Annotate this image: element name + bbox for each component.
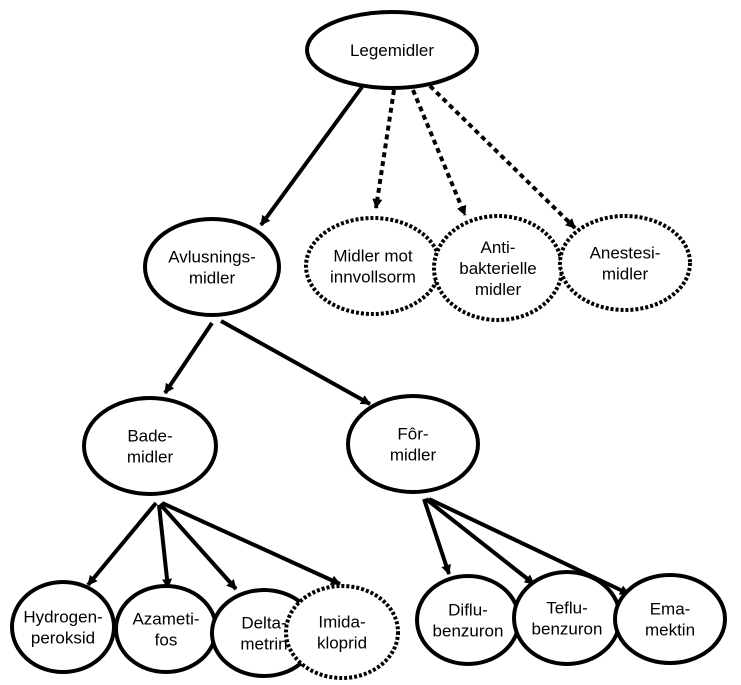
edge-bademidler-to-azametifos [157,504,173,589]
node-label-line: innvollsorm [330,268,416,287]
node-label-line: mektin [645,621,695,640]
node-label-line: Bade- [127,427,172,446]
node-azametifos: Azameti-fos [114,584,218,674]
node-imidakloprid: Imida-kloprid [284,584,400,680]
node-teflubenzuron: Teflu-benzuron [512,570,622,666]
node-label-line: peroksid [31,629,95,648]
node-ellipse [82,396,218,496]
edges-layer [86,84,630,596]
node-label-line: Fôr- [397,425,428,444]
node-label-line: benzuron [433,622,504,641]
node-formidler: Fôr-midler [346,394,480,494]
node-label-line: bakterielle [459,259,537,278]
node-label-line: fos [155,631,178,650]
node-label-line: midler [475,280,522,299]
node-ellipse [305,10,479,90]
node-label-line: Anestesi- [590,244,661,263]
edge-avlusningsmidler-to-bademidler [163,321,214,395]
edge-bademidler-to-imidakloprid [161,501,341,586]
node-ellipse [346,394,480,494]
node-label-line: Azameti- [132,610,199,629]
node-label-line: midler [390,446,437,465]
node-legemidler: Legemidler [305,10,479,90]
node-label-line: Imida- [318,613,365,632]
node-ellipse [304,216,442,316]
node-label-line: Teflu- [546,599,588,618]
node-ellipse [10,580,116,674]
node-label-line: Avlusnings- [168,248,256,267]
node-emamektin: Ema-mektin [613,573,727,665]
edge-legemidler-to-anestesimidler [428,84,577,230]
node-label-line: Midler mot [333,247,413,266]
edge-avlusningsmidler-to-formidler [220,319,371,406]
node-midler-mot-innvollsorm: Midler mot innvollsorm [304,216,442,316]
node-antibakterielle-midler: Anti-bakterielle midler [432,214,564,322]
node-ellipse [415,574,521,666]
edge-bademidler-to-hydrogenperoksid [86,501,158,587]
node-ellipse [512,570,622,666]
node-bademidler: Bade-midler [82,396,218,496]
node-label-line: Anti- [481,238,516,257]
node-label-line: Ema- [650,600,691,619]
node-label-line: benzuron [532,620,603,639]
node-anestesimidler: Anestesi-midler [558,214,692,312]
node-ellipse [114,584,218,674]
node-ellipse [284,584,400,680]
node-avlusningsmidler: Avlusnings-midler [143,217,281,317]
edge-legemidler-to-avlusningsmidler [259,85,364,227]
node-ellipse [558,214,692,312]
node-label-line: midler [189,269,236,288]
edge-legemidler-to-midler_mot_innvollsorm [372,89,396,209]
edge-formidler-to-teflubenzuron [424,497,536,586]
edge-bademidler-to-deltametrin [158,502,238,591]
node-hydrogenperoksid: Hydrogen-peroksid [10,580,116,674]
node-ellipse [143,217,281,317]
node-ellipse [613,573,727,665]
node-label-line: metrin [240,635,287,654]
node-label-line: Delta- [241,614,286,633]
node-label-line: kloprid [317,634,367,653]
edge-formidler-to-diflubenzuron [422,498,451,575]
node-label-line: Diflu- [448,601,488,620]
node-label-line: midler [602,265,649,284]
node-diflubenzuron: Diflu-benzuron [415,574,521,666]
node-label-line: midler [127,448,174,467]
node-label-line: Legemidler [350,41,434,60]
edge-legemidler-to-antibakterielle_midler [411,89,467,216]
node-label-line: Hydrogen- [23,608,102,627]
